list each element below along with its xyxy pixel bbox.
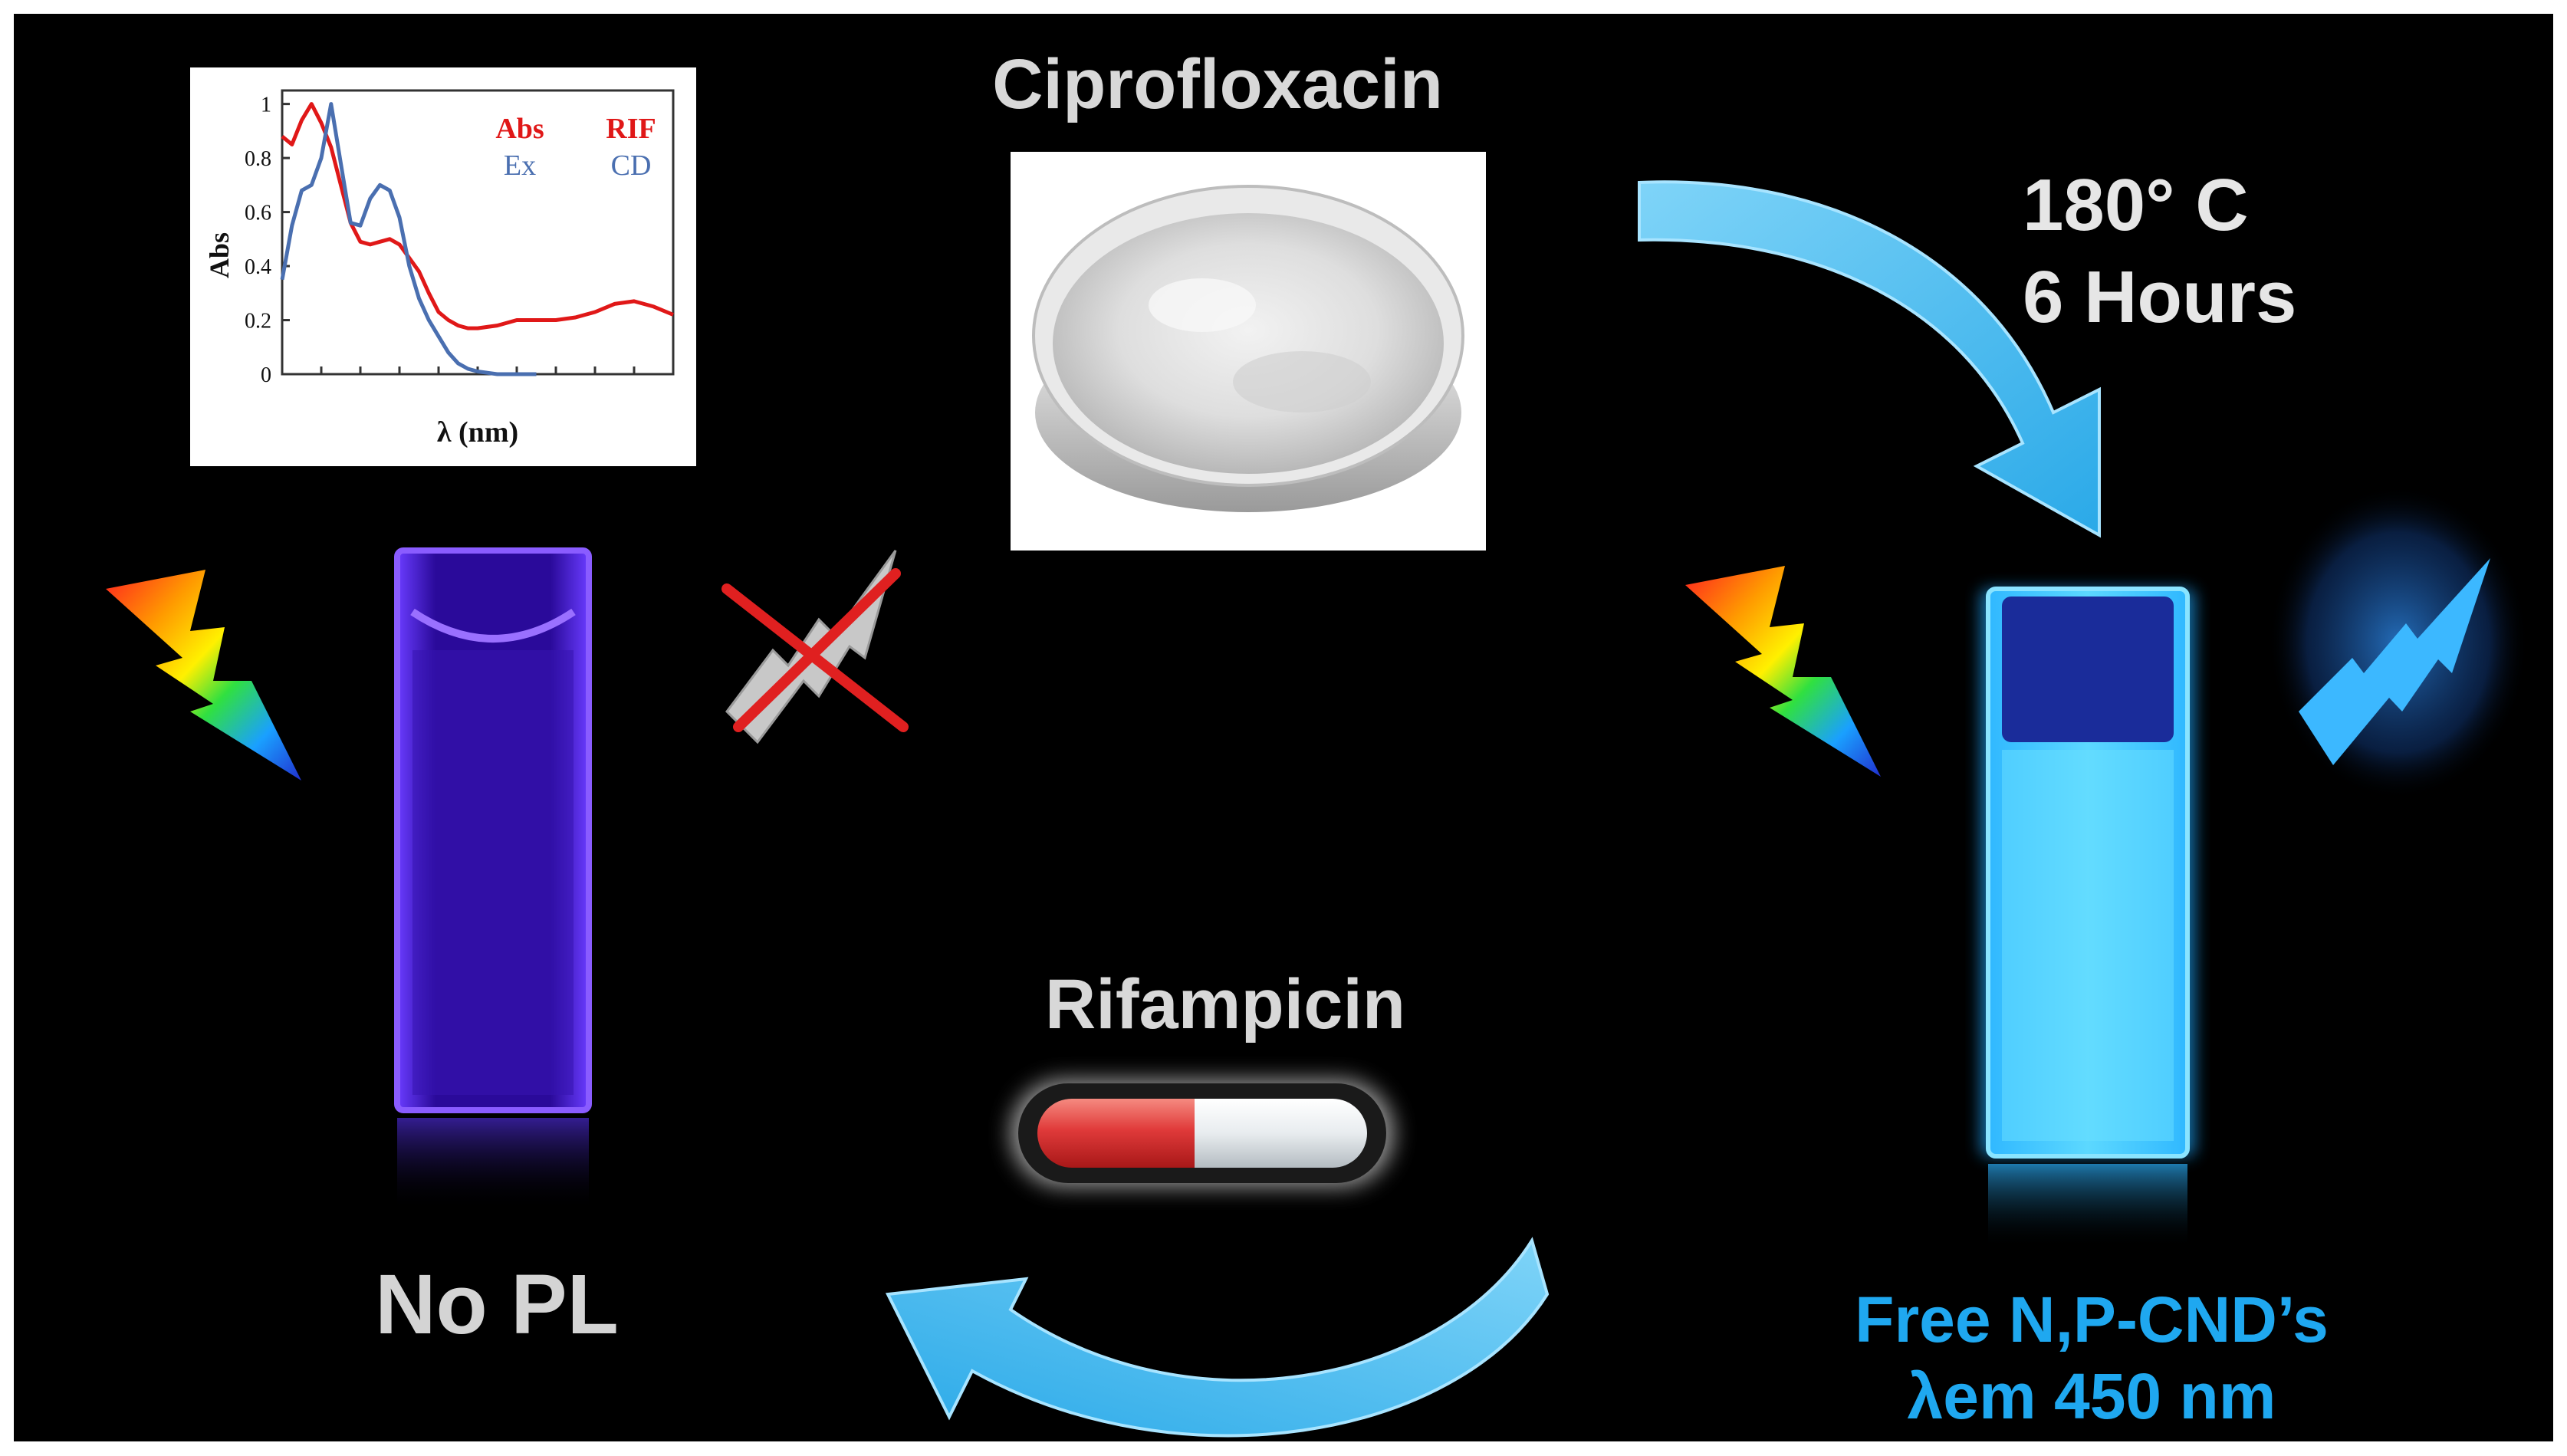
emission-wavelength-label: λem 450 nm bbox=[1907, 1360, 2276, 1432]
ciprofloxacin-label: Ciprofloxacin bbox=[992, 45, 1443, 123]
legend-rif-label: RIF bbox=[606, 113, 656, 145]
y-tick-label: 0.6 bbox=[245, 202, 271, 225]
series-line-ex-cd bbox=[280, 102, 537, 376]
blue-glowing-lightning-icon bbox=[2268, 485, 2529, 800]
chart-xlabel: λ (nm) bbox=[437, 416, 518, 449]
rainbow-lightning-icon bbox=[106, 570, 301, 781]
y-tick-label: 0.2 bbox=[245, 310, 271, 334]
crossed-gray-lightning-icon bbox=[721, 550, 909, 744]
legend-abs-label: Abs bbox=[495, 113, 544, 145]
recovery-arrow-icon bbox=[885, 1237, 1550, 1438]
absorbance-chart: 0 0.2 0.4 0.6 0.8 1 Abs λ (nm) Abs RIF Ex CD bbox=[190, 67, 696, 466]
free-cnds-label: Free N,P-CND’s bbox=[1855, 1283, 2329, 1356]
fluorescent-cuvette bbox=[1980, 587, 2195, 1248]
rainbow-lightning-icon bbox=[1685, 566, 1881, 777]
chart-ylabel: Abs bbox=[204, 232, 235, 278]
legend-cd-label: CD bbox=[611, 150, 652, 182]
rifampicin-label: Rifampicin bbox=[1044, 965, 1406, 1044]
quenched-cuvette bbox=[394, 547, 592, 1210]
y-tick-label: 0 bbox=[261, 363, 271, 387]
capsule-icon bbox=[1011, 1080, 1394, 1187]
no-pl-label: No PL bbox=[375, 1257, 619, 1352]
petri-dish-powder-icon bbox=[1011, 152, 1486, 551]
y-tick-label: 1 bbox=[261, 94, 271, 117]
temperature-label: 180° C bbox=[2023, 164, 2249, 246]
duration-label: 6 Hours bbox=[2023, 256, 2297, 338]
y-tick-label: 0.8 bbox=[245, 147, 271, 171]
series-line-abs-rif bbox=[281, 102, 674, 330]
y-tick-label: 0.4 bbox=[245, 255, 271, 279]
chart-background bbox=[190, 67, 696, 466]
reaction-arrow-icon bbox=[1638, 180, 2101, 538]
legend-ex-label: Ex bbox=[504, 150, 536, 182]
